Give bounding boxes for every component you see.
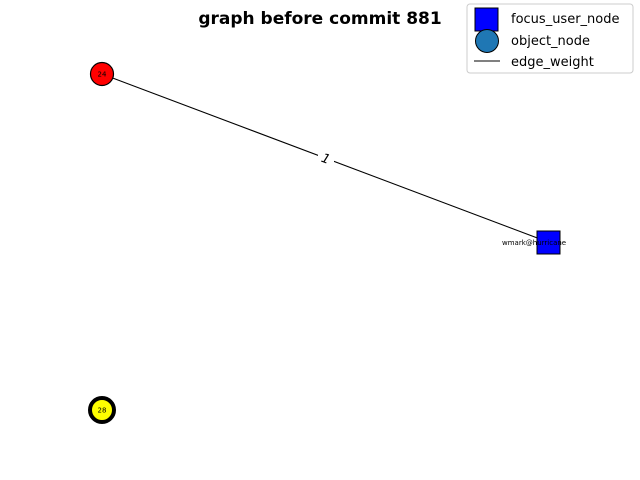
legend-square-icon <box>474 7 499 32</box>
node-28-circle <box>88 396 116 424</box>
graph-title: graph before commit 881 <box>198 9 441 29</box>
edge-24-user: 1 <box>101 73 549 243</box>
focus-user-square <box>536 230 561 255</box>
legend: focus_user_node object_node edge_weight <box>466 3 634 74</box>
focus-user-label: wmark@hurricane <box>502 239 566 247</box>
legend-focus-user-node: focus_user_node <box>511 12 620 27</box>
node-24-label: 24 <box>98 71 107 79</box>
node-28-label: 28 <box>98 407 107 415</box>
legend-object-node: object_node <box>511 34 590 49</box>
node-24[interactable]: 24 <box>89 61 115 87</box>
legend-circle-icon <box>475 29 499 53</box>
legend-box <box>466 3 634 74</box>
node-focus-user[interactable]: wmark@hurricane <box>502 230 566 255</box>
node-24-circle <box>89 61 115 87</box>
legend-edge-weight: edge_weight <box>511 55 594 70</box>
node-28[interactable]: 28 <box>88 396 116 424</box>
edge-label-background <box>318 149 334 167</box>
